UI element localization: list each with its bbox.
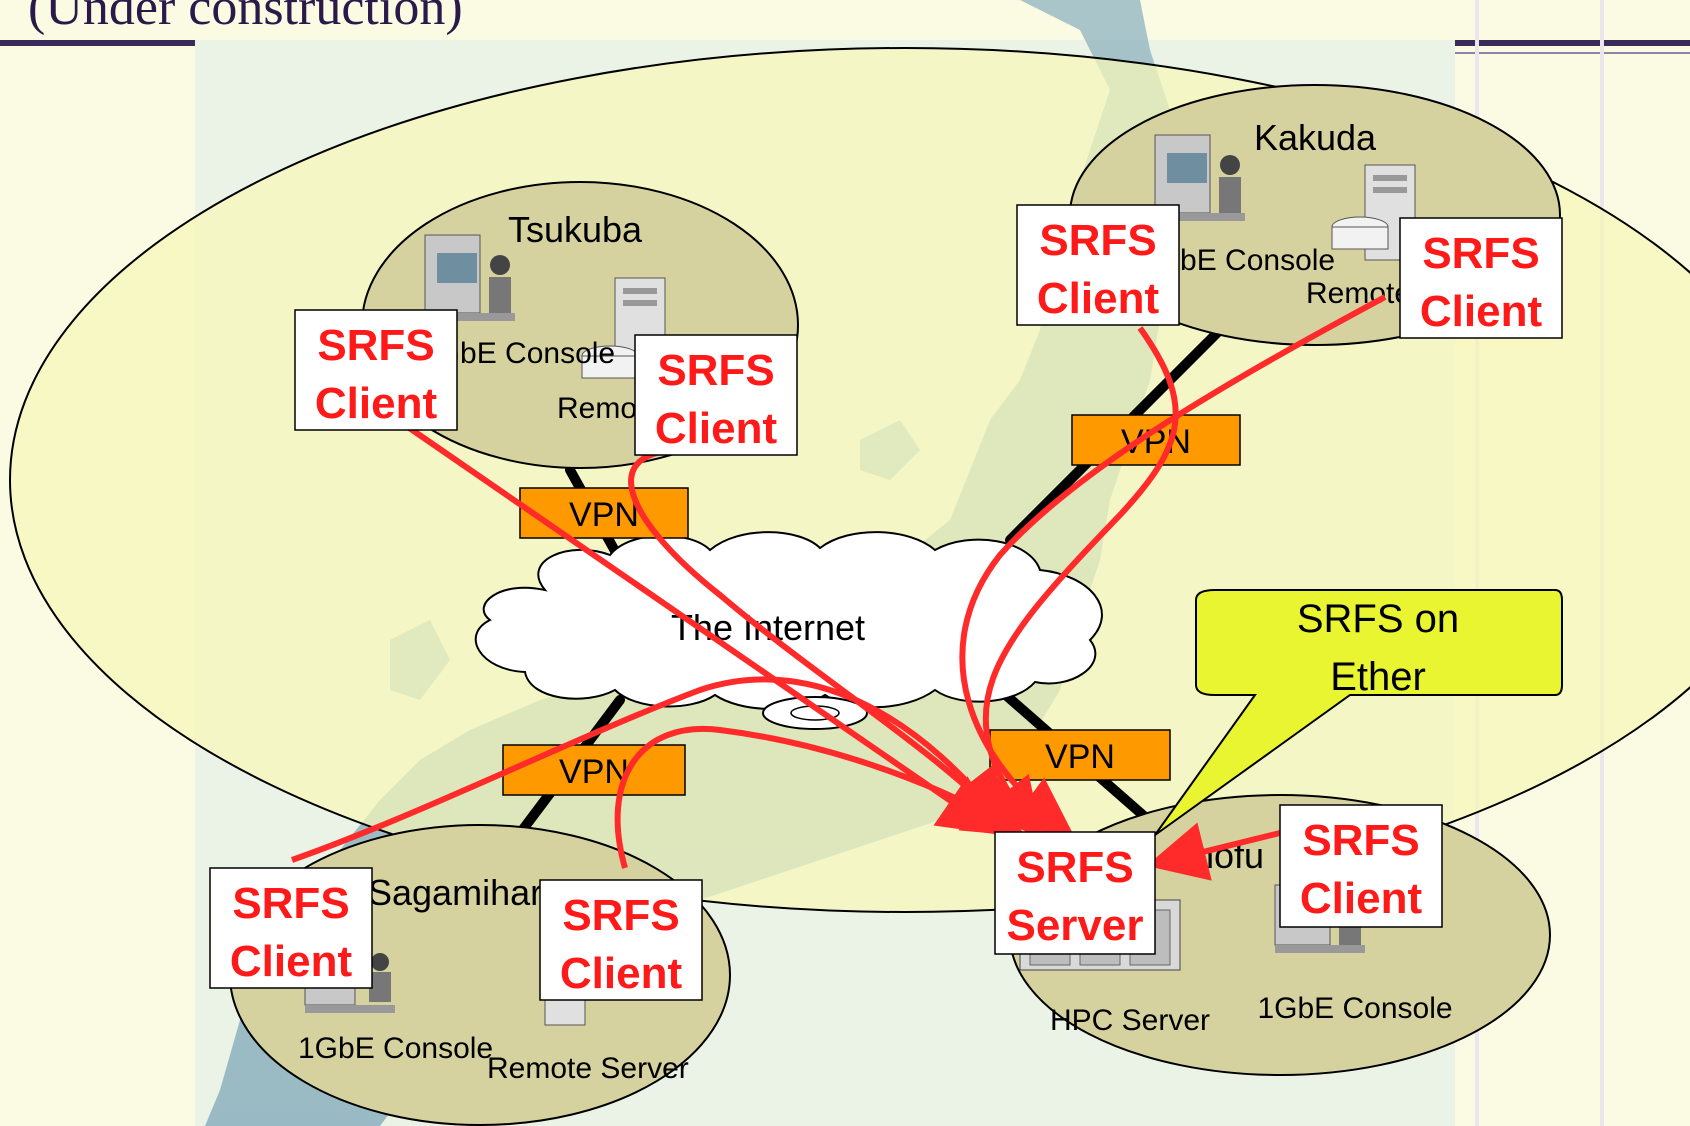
srfs-client-line1: SRFS xyxy=(1302,816,1419,865)
flow-arrow xyxy=(1146,822,1281,881)
vpn-box: VPN xyxy=(519,487,689,539)
site-name-kakuda: Kakuda xyxy=(1254,117,1377,158)
slide-title: (Under construction) xyxy=(28,0,463,36)
srfs-client-line1: SRFS xyxy=(562,891,679,940)
flow-arrow xyxy=(628,447,1018,840)
srfs-data-flows xyxy=(291,294,1387,881)
callout-line-2: Ether xyxy=(1330,655,1426,699)
srfs-client-line1: SRFS xyxy=(657,346,774,395)
vpn-label: VPN xyxy=(1045,738,1115,776)
site-name-sagamihara: Sagamihara xyxy=(368,872,563,913)
flow-arrow xyxy=(959,294,1387,838)
srfs-client-line2: Client xyxy=(560,949,683,998)
srfs-client-line2: Client xyxy=(655,404,778,453)
remote-label: Remote Server xyxy=(487,1052,689,1085)
flow-arrow xyxy=(403,422,1000,835)
callout-line-1: SRFS on xyxy=(1297,597,1459,641)
internet-cloud-icon xyxy=(474,531,1103,730)
srfs-server-line2: Server xyxy=(1006,901,1143,950)
console-label: 1GbE Console xyxy=(1257,992,1452,1025)
srfs-client-line1: SRFS xyxy=(232,879,349,928)
workstation-icon xyxy=(1154,134,1245,221)
hpc-label: HPC Server xyxy=(1050,1004,1210,1037)
title-rule-left xyxy=(0,40,195,46)
flow-arrow xyxy=(614,725,1026,869)
vpn-label: VPN xyxy=(569,496,639,534)
srfs-server-line1: SRFS xyxy=(1016,843,1133,892)
vpn-box: VPN xyxy=(1071,414,1241,466)
srfs-client-box: SRFS Client xyxy=(634,334,798,456)
srfs-client-box: SRFS Client xyxy=(209,867,373,989)
srfs-server-box: SRFS Server xyxy=(994,831,1156,955)
vpn-box: VPN xyxy=(989,729,1171,781)
srfs-client-line2: Client xyxy=(1420,287,1543,336)
vpn-label: VPN xyxy=(559,753,629,791)
console-label: 1GbE Console xyxy=(298,1032,493,1065)
srfs-client-line1: SRFS xyxy=(317,321,434,370)
site-name-tsukuba: Tsukuba xyxy=(508,209,643,250)
srfs-client-line2: Client xyxy=(315,379,438,428)
srfs-client-box: SRFS Client xyxy=(1279,804,1443,928)
srfs-client-line2: Client xyxy=(230,937,353,986)
srfs-client-line1: SRFS xyxy=(1422,229,1539,278)
srfs-client-box: SRFS Client xyxy=(1016,204,1180,326)
srfs-client-box: SRFS Client xyxy=(539,879,703,1001)
workstation-icon xyxy=(424,234,515,321)
srfs-client-line2: Client xyxy=(1300,874,1423,923)
title-rule-thin xyxy=(1455,52,1690,54)
srfs-on-ether-callout: SRFS on Ether xyxy=(1154,589,1563,836)
srfs-client-line1: SRFS xyxy=(1039,216,1156,265)
srfs-client-box: SRFS Client xyxy=(294,309,458,431)
srfs-client-box: SRFS Client xyxy=(1399,217,1563,339)
flow-arrow xyxy=(291,676,1008,863)
title-rule-right xyxy=(1455,40,1690,46)
vpn-box: VPN xyxy=(502,744,686,796)
srfs-client-line2: Client xyxy=(1037,274,1160,323)
